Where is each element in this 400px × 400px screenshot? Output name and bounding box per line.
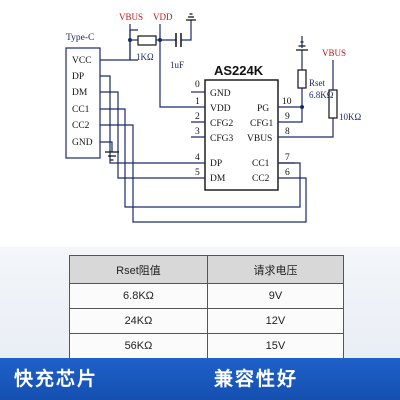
net-label-vbus: VBUS [119, 12, 143, 22]
table-cell: 24KΩ [69, 308, 208, 334]
resistor-1k-label: 1KΩ [136, 52, 154, 62]
feature-banner: 快充芯片 兼容性好 [0, 358, 400, 400]
chip-pin-name: VDD [210, 104, 231, 114]
resistor-rset [297, 69, 307, 89]
net-label-vdd: VDD [153, 12, 173, 22]
chip-pin-num: 8 [285, 127, 290, 137]
table-row: 24KΩ 12V [69, 308, 345, 334]
chip-pin-name: CFG2 [210, 119, 233, 129]
chip-pin-name: CC1 [252, 159, 270, 169]
chip-pin-name: DP [210, 159, 222, 169]
connector-title: Type-C [66, 33, 94, 43]
chip-pin-num: 9 [285, 112, 290, 122]
chip-pin-name: CC2 [252, 174, 270, 184]
table-cell: 12V [206, 308, 345, 334]
chip-pin-name: DM [210, 174, 226, 184]
net-label-vbus-right: VBUS [322, 48, 346, 58]
chip-pin-name: VBUS [247, 134, 272, 144]
connector-pin-vcc: VCC [72, 56, 92, 66]
chip-pin-name: PG [257, 104, 269, 114]
chip-pin-name: GND [210, 89, 231, 99]
chip-pin-num: 0 [195, 80, 200, 90]
table-header-row: Rset阻值 请求电压 [69, 255, 345, 284]
feature-label-fast-charge: 快充芯片 [14, 368, 99, 390]
capacitor-label: 1uF [170, 60, 184, 70]
type-c-connector-box [65, 47, 101, 159]
chip-pin-num: 4 [195, 153, 200, 163]
column-header: 请求电压 [206, 255, 345, 284]
connector-pin-dp: DP [72, 72, 84, 82]
table-cell: 9V [206, 283, 345, 309]
chip-pin-num: 3 [195, 127, 200, 137]
table-cell: 56KΩ [69, 333, 208, 359]
connector-pin-gnd: GND [72, 138, 93, 148]
chip-pin-num: 1 [195, 97, 200, 107]
rset-value-label: 6.8KΩ [309, 90, 334, 100]
chip-body [204, 79, 279, 191]
rset-name-label: Rset [309, 78, 326, 88]
rset-table-panel: Rset阻值 请求电压 6.8KΩ 9V 24KΩ 12V 56KΩ 15V [0, 247, 400, 365]
connector-pin-cc2: CC2 [72, 121, 90, 131]
table-row: 6.8KΩ 9V [69, 283, 345, 309]
resistor-10k-label: 10KΩ [339, 112, 361, 122]
feature-label-compatibility: 兼容性好 [214, 368, 299, 390]
circuit-schematic: VBUS VDD VBUS 1KΩ 1uF Rset 6.8KΩ 10KΩ Ty… [65, 12, 361, 223]
resistor-1k [137, 35, 157, 46]
chip-pin-name: CFG1 [250, 119, 273, 129]
table-cell: 15V [206, 333, 345, 359]
capacitor-1uF [175, 33, 182, 47]
chip-pin-num: 6 [285, 168, 290, 178]
table-cell: 6.8KΩ [69, 283, 208, 309]
chip-pin-num: 10 [282, 97, 292, 107]
chip-pin-num: 2 [195, 112, 200, 122]
column-header: Rset阻值 [69, 255, 208, 284]
chip-pin-num: 5 [195, 168, 200, 178]
chip-pin-name: CFG3 [210, 134, 233, 144]
chip-name: AS224K [214, 63, 264, 78]
connector-pin-cc1: CC1 [72, 105, 90, 115]
rset-voltage-table: Rset阻值 请求电压 6.8KΩ 9V 24KΩ 12V 56KΩ 15V [69, 255, 345, 359]
connector-pin-dm: DM [72, 88, 88, 98]
chip-pin-num: 7 [285, 153, 290, 163]
table-row: 56KΩ 15V [69, 333, 345, 359]
